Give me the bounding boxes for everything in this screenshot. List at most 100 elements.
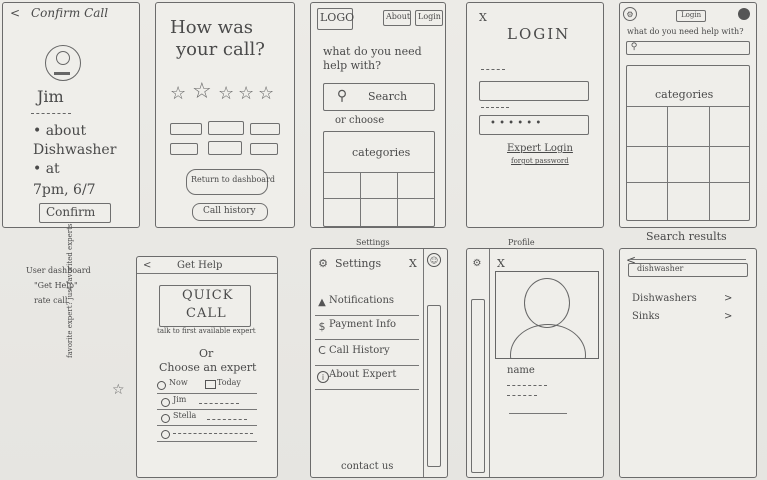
tag-option[interactable] [208, 141, 242, 155]
logo: LOGO [317, 8, 354, 30]
login-screen: X LOGIN • • • • • • Expert Login forgot … [466, 2, 604, 228]
contact-us-link[interactable]: contact us [341, 461, 394, 472]
star-icon[interactable]: ☆ [170, 83, 187, 104]
result-item[interactable]: Dishwashers [632, 293, 697, 304]
confirm-button[interactable]: Confirm [39, 203, 111, 223]
confirm-call-screen: < Confirm Call Jim • about Dishwasher • … [2, 2, 140, 228]
search-icon: ⚲ [630, 42, 638, 52]
call-history-item[interactable]: Call History [329, 345, 390, 356]
password-field[interactable]: • • • • • • [479, 115, 589, 135]
at-label: • at [33, 161, 60, 177]
tag-option[interactable] [170, 123, 202, 135]
categories-grid[interactable]: categories [323, 131, 435, 227]
search-input[interactable]: ⚲ Search [323, 83, 435, 111]
star-icon[interactable]: ☆ [192, 79, 212, 104]
search-results-label: Search results [646, 230, 727, 243]
expert-list-item[interactable]: Jim [173, 395, 187, 404]
side-note: favorite expert? just favorited experts [66, 223, 74, 358]
username-label [481, 63, 505, 70]
calendar-icon[interactable] [205, 380, 216, 389]
close-icon[interactable]: X [409, 257, 417, 270]
issue-label: Dishwasher [33, 142, 117, 158]
chevron-right-icon[interactable]: > [724, 293, 733, 304]
star-icon[interactable]: ☆ [218, 83, 235, 104]
drawer-scrollbar [471, 299, 485, 473]
tag-option[interactable] [250, 143, 278, 155]
or-label: Or [199, 347, 214, 360]
forgot-password-link[interactable]: forgot password [511, 157, 569, 165]
close-icon[interactable]: X [479, 11, 487, 24]
now-option[interactable]: Now [169, 378, 188, 387]
search-input[interactable]: dishwasher [628, 263, 748, 277]
profile-screen-label: Profile [508, 238, 535, 247]
time-label: 7pm, 6/7 [33, 182, 96, 198]
payment-info-item[interactable]: Payment Info [329, 319, 397, 330]
settings-screen: ⚙ Settings X ☺ ▲ Notifications $ Payment… [310, 248, 448, 478]
tag-option[interactable] [208, 121, 244, 135]
rate-call-screen: How was your call? ☆ ☆ ☆ ☆ ☆ Return to d… [155, 2, 295, 228]
choose-expert-label: Choose an expert [159, 361, 257, 374]
settings-screen-label: Settings [356, 238, 390, 247]
about-expert-item[interactable]: About Expert [329, 369, 397, 380]
rating-title-line2: your call? [176, 39, 265, 60]
tag-option[interactable] [170, 143, 198, 155]
home-screen: LOGO About Login what do you need help w… [310, 2, 446, 228]
back-icon[interactable]: < [143, 260, 152, 271]
prompt-text: what do you need help with? [627, 27, 744, 36]
profile-screen: ⚙ X name [466, 248, 604, 478]
login-title: LOGIN [507, 25, 571, 43]
radio-icon[interactable] [157, 381, 166, 390]
avatar [45, 45, 81, 81]
close-icon[interactable]: X [497, 257, 505, 270]
call-history-button[interactable]: Call history [192, 203, 268, 221]
notifications-item[interactable]: Notifications [329, 295, 395, 306]
login-link[interactable]: Login [676, 10, 706, 22]
or-choose-label: or choose [335, 115, 385, 126]
return-to-dashboard-button[interactable]: Return to dashboard [186, 169, 275, 195]
gear-icon[interactable]: ⚙ [623, 7, 637, 21]
back-icon[interactable]: < [10, 6, 21, 20]
about-link[interactable]: About [383, 10, 411, 26]
warning-icon: ▲ [318, 296, 326, 308]
quick-call-button[interactable]: QUICK CALL [159, 285, 251, 327]
rating-title-line1: How was [170, 17, 254, 38]
screen-title: Confirm Call [31, 6, 109, 20]
back-icon[interactable]: < [626, 253, 637, 267]
star-icon[interactable]: ☆ [238, 83, 255, 104]
chevron-right-icon[interactable]: > [724, 311, 733, 322]
star-icon[interactable]: ☆ [258, 83, 275, 104]
call-icon: C [318, 343, 326, 357]
settings-title: Settings [335, 257, 382, 270]
info-icon: i [317, 371, 329, 383]
avatar-icon [161, 414, 170, 423]
prompt-line2: help with? [323, 59, 381, 72]
profile-name: name [507, 365, 535, 376]
home-alt-screen: ⚙ Login what do you need help with? ⚲ ca… [619, 2, 757, 228]
gear-icon: ⚙ [318, 256, 328, 270]
drawer-scrollbar[interactable] [427, 305, 441, 467]
avatar-icon[interactable] [738, 8, 750, 20]
star-icon: ☆ [112, 382, 125, 398]
expert-list-item[interactable]: Stella [173, 411, 197, 420]
dollar-icon: $ [318, 319, 326, 333]
avatar-icon [161, 398, 170, 407]
today-option[interactable]: Today [217, 378, 241, 387]
prompt-line1: what do you need [323, 45, 422, 58]
categories-grid[interactable]: categories [626, 65, 750, 221]
rating-scribble [31, 107, 71, 114]
expert-list-item[interactable] [173, 427, 253, 434]
rating-scribble [207, 413, 247, 420]
password-label [481, 101, 509, 108]
search-input[interactable]: ⚲ [626, 41, 750, 55]
search-results-screen: < dishwasher Dishwashers > Sinks > [619, 248, 757, 478]
avatar-icon[interactable]: ☺ [427, 253, 441, 267]
note-line2: "Get Help" [34, 281, 78, 290]
expert-login-link[interactable]: Expert Login [507, 143, 573, 154]
login-link[interactable]: Login [415, 10, 443, 26]
tag-option[interactable] [250, 123, 280, 135]
note-line3: rate call [34, 296, 68, 305]
username-field[interactable] [479, 81, 589, 101]
search-icon: ⚲ [336, 88, 348, 104]
result-item[interactable]: Sinks [632, 311, 660, 322]
